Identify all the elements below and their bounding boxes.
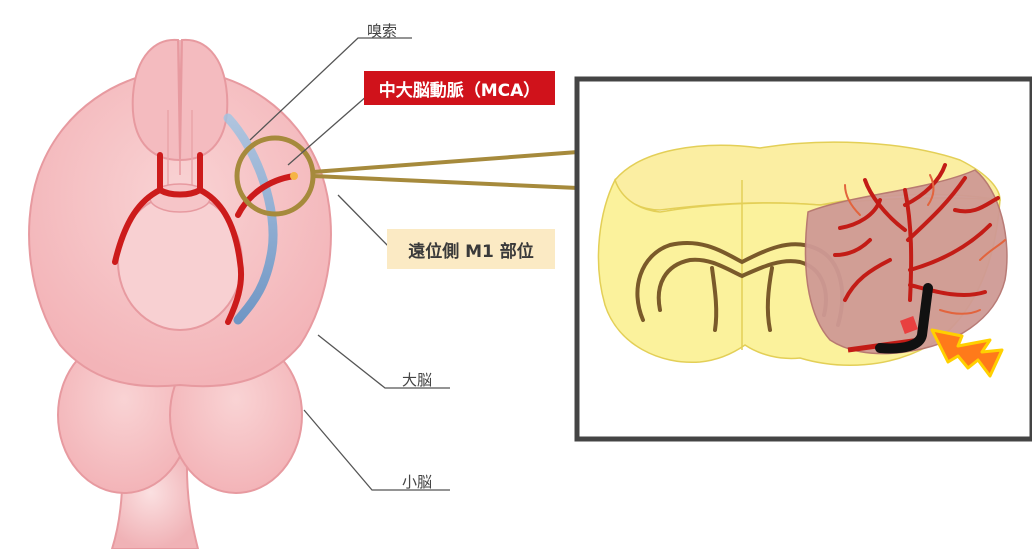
label-cerebellum: 小脳 [402,471,432,492]
projection-lines [313,152,578,188]
label-cerebrum: 大脳 [402,369,432,390]
brain-ventral-view [29,40,331,549]
label-mca: 中大脳動脈（MCA） [364,71,555,105]
label-olfactory-tract: 嗅索 [367,20,397,41]
coronal-section [598,142,1007,376]
label-distal-m1: 遠位側 M1 部位 [387,229,555,269]
